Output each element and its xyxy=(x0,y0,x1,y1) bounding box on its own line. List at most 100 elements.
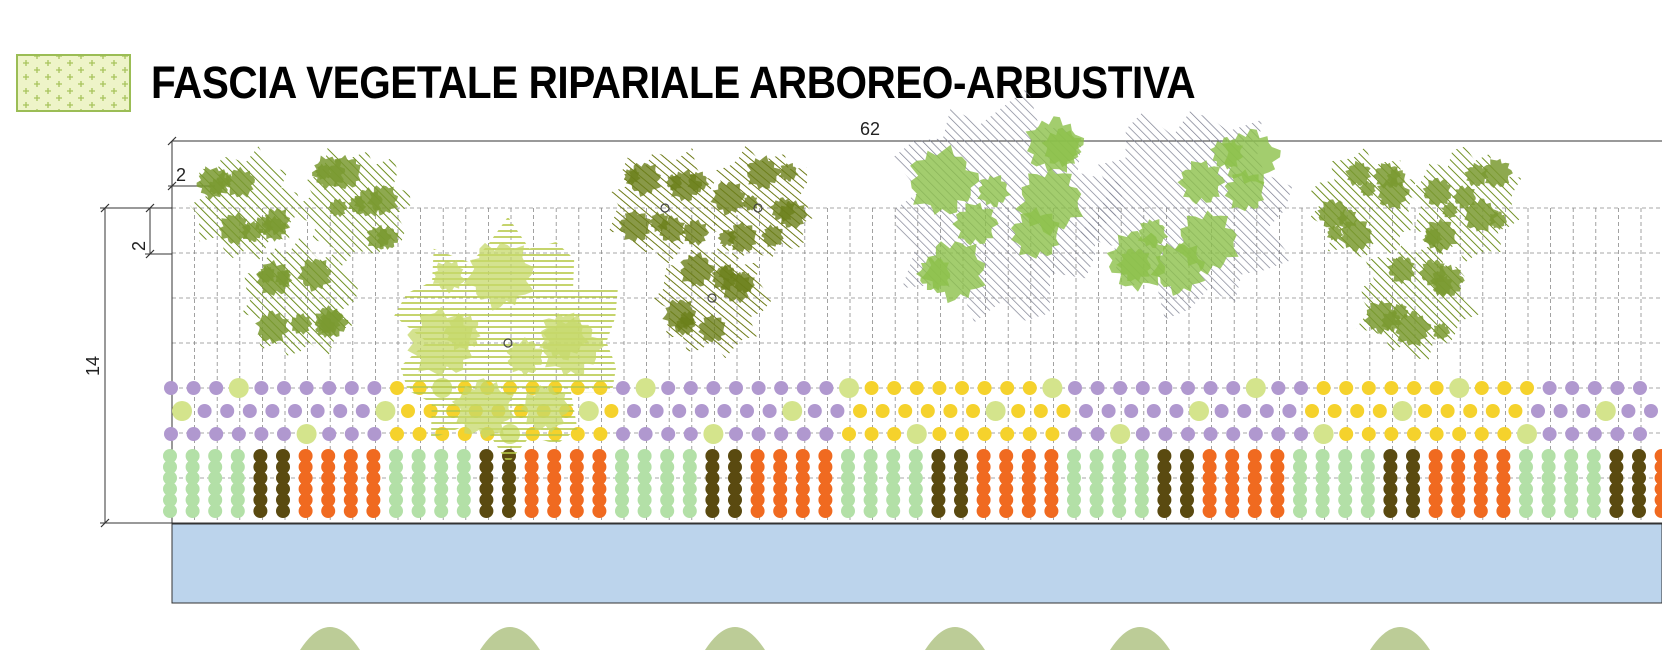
shrub-dot-icon xyxy=(729,381,743,395)
hedge-dot-icon xyxy=(1293,482,1307,496)
hedge-dot-icon xyxy=(886,493,901,507)
hedge-dot-icon xyxy=(524,449,539,463)
hedge-dot-icon xyxy=(1383,460,1398,474)
hedge-dot-icon xyxy=(615,493,629,507)
hedge-dot-icon xyxy=(163,449,177,463)
shrub-dot-icon xyxy=(985,401,1006,421)
hedge-dot-icon xyxy=(615,449,629,463)
shrub-dot-icon xyxy=(1384,427,1399,441)
hedge-dot-icon xyxy=(1496,493,1511,507)
canopy-foliage xyxy=(1394,310,1432,347)
canopy-foliage xyxy=(711,265,738,292)
hedge-dot-icon xyxy=(1157,460,1172,474)
hedge-dot-icon xyxy=(1247,460,1262,474)
hedge-dot-icon xyxy=(1021,460,1036,474)
canopy-foliage xyxy=(977,175,1011,208)
hedge-dot-icon xyxy=(1270,471,1285,485)
canopy-foliage xyxy=(680,251,715,287)
hedge-dot-icon xyxy=(479,449,494,463)
canopy-foliage xyxy=(698,314,726,343)
shrub-dot-icon xyxy=(782,401,803,421)
hedge-dot-icon xyxy=(1293,449,1307,463)
hedge-dot-icon xyxy=(298,460,313,474)
dimension-tick xyxy=(145,249,155,259)
shrub-dot-icon xyxy=(367,381,382,395)
shrub-dot-icon xyxy=(1452,427,1467,441)
canopy-foliage xyxy=(1489,211,1507,230)
shrub-dot-icon xyxy=(1101,404,1116,418)
hedge-dot-icon xyxy=(321,460,336,474)
shrub-dot-icon xyxy=(616,427,630,441)
hedge-dot-icon xyxy=(954,460,968,474)
shrub-dot-icon xyxy=(197,404,212,418)
hedge-dot-icon xyxy=(818,504,833,518)
hedge-dot-icon xyxy=(682,471,697,485)
shrub-dot-icon xyxy=(1022,427,1037,441)
hedge-dot-icon xyxy=(1044,460,1059,474)
shrub-dot-icon xyxy=(1226,427,1241,441)
hedge-dot-icon xyxy=(1315,460,1330,474)
hedge-dot-icon xyxy=(569,449,584,463)
canopy-foliage xyxy=(1345,160,1372,187)
hedge-dot-icon xyxy=(524,471,539,485)
hedge-dot-icon xyxy=(1270,504,1285,518)
shrub-dot-icon xyxy=(593,427,608,441)
hedge-dot-icon xyxy=(1654,504,1662,518)
hedge-dot-icon xyxy=(750,471,765,485)
shrub-dot-icon xyxy=(242,404,257,418)
hedge-dot-icon xyxy=(524,482,539,496)
canopy-foliage xyxy=(1363,300,1398,335)
canopy-foliage xyxy=(289,313,313,335)
hedge-dot-icon xyxy=(976,493,991,507)
hedge-dot-icon xyxy=(1406,460,1420,474)
planting-point-icon xyxy=(753,203,763,213)
hedge-dot-icon xyxy=(298,449,313,463)
canopy-foliage xyxy=(1433,322,1451,341)
dimension-depth-label: 14 xyxy=(83,356,103,376)
shrub-dot-icon xyxy=(1633,381,1647,395)
hedge-dot-icon xyxy=(841,482,855,496)
hedge-dot-icon xyxy=(1360,449,1375,463)
canopy-foliage xyxy=(432,259,466,294)
shrub-dot-icon xyxy=(1644,404,1658,418)
hedge-dot-icon xyxy=(434,471,449,485)
shrub-dot-icon xyxy=(649,404,664,418)
hedge-dot-icon xyxy=(705,504,720,518)
hedge-dot-icon xyxy=(185,504,200,518)
canopy-foliage xyxy=(1015,167,1084,236)
hedge-dot-icon xyxy=(1021,482,1036,496)
canopy-foliage xyxy=(916,257,951,291)
hedge-dot-icon xyxy=(1180,504,1194,518)
shrub-dot-icon xyxy=(661,381,676,395)
hedge-dot-icon xyxy=(1270,460,1285,474)
shrub-dot-icon xyxy=(819,381,834,395)
tree-canopy-icon xyxy=(242,236,358,358)
hedge-dot-icon xyxy=(999,493,1014,507)
hedge-dot-icon xyxy=(1338,471,1353,485)
shrub-dot-icon xyxy=(296,424,317,444)
canopy-foliage xyxy=(1222,128,1281,185)
hedge-dot-icon xyxy=(1654,460,1662,474)
shrub-dot-icon xyxy=(254,427,269,441)
hedge-dot-icon xyxy=(682,493,697,507)
hedge-dot-icon xyxy=(389,504,403,518)
shrub-dot-icon xyxy=(1124,404,1139,418)
canopy-foliage xyxy=(1377,177,1410,210)
shrub-dot-icon xyxy=(1587,427,1602,441)
canopy-hatch xyxy=(189,146,302,262)
hedge-dot-icon xyxy=(637,449,652,463)
canopy-foliage xyxy=(761,224,784,248)
hedge-dot-icon xyxy=(1270,482,1285,496)
shrub-dot-icon xyxy=(172,401,192,421)
hedge-dot-icon xyxy=(841,471,855,485)
hedge-dot-icon xyxy=(773,460,788,474)
shrub-dot-icon xyxy=(1068,381,1082,395)
hedge-dot-icon xyxy=(795,482,810,496)
hedge-dot-icon xyxy=(1067,471,1081,485)
hedge-dot-icon xyxy=(276,493,290,507)
hedge-dot-icon xyxy=(343,493,358,507)
hedge-dot-icon xyxy=(999,460,1014,474)
canopy-foliage xyxy=(297,258,332,292)
hedge-dot-icon xyxy=(773,482,788,496)
hedge-dot-icon xyxy=(547,504,562,518)
